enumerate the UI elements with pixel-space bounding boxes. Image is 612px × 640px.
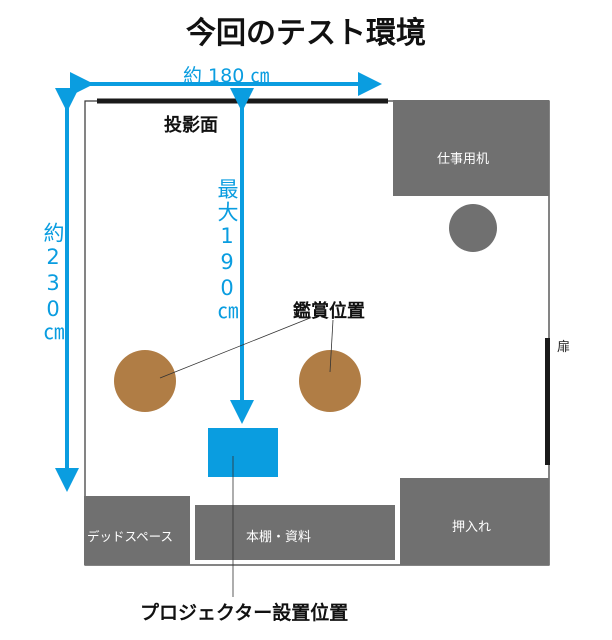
projector-position-label: プロジェクター設置位置 [140, 602, 349, 624]
screen-label: 投影面 [164, 115, 218, 136]
viewer-left [114, 350, 176, 412]
page-title: 今回のテスト環境 [186, 16, 426, 51]
max-throw-label: 最大190㎝ [215, 178, 239, 325]
viewing-position-label: 鑑賞位置 [293, 301, 365, 322]
door-label: 扉 [557, 340, 571, 355]
closet [400, 478, 549, 565]
desk [393, 100, 549, 196]
bookshelf-label: 本棚・資料 [246, 530, 312, 545]
leader-line-viewer-left [159, 317, 311, 379]
projector [208, 428, 278, 477]
viewer-right [299, 350, 361, 412]
desk-chair [449, 204, 497, 252]
door [545, 338, 550, 465]
depth-label: 約230㎝ [41, 222, 65, 346]
leader-line-viewer-right [329, 319, 334, 373]
desk-label: 仕事用机 [437, 152, 490, 167]
dead-space [84, 496, 190, 565]
width-label: 約 180 ㎝ [183, 65, 270, 87]
closet-label: 押入れ [452, 520, 492, 535]
bookshelf [195, 505, 395, 560]
dead-space-label: デッドスペース [87, 529, 174, 544]
